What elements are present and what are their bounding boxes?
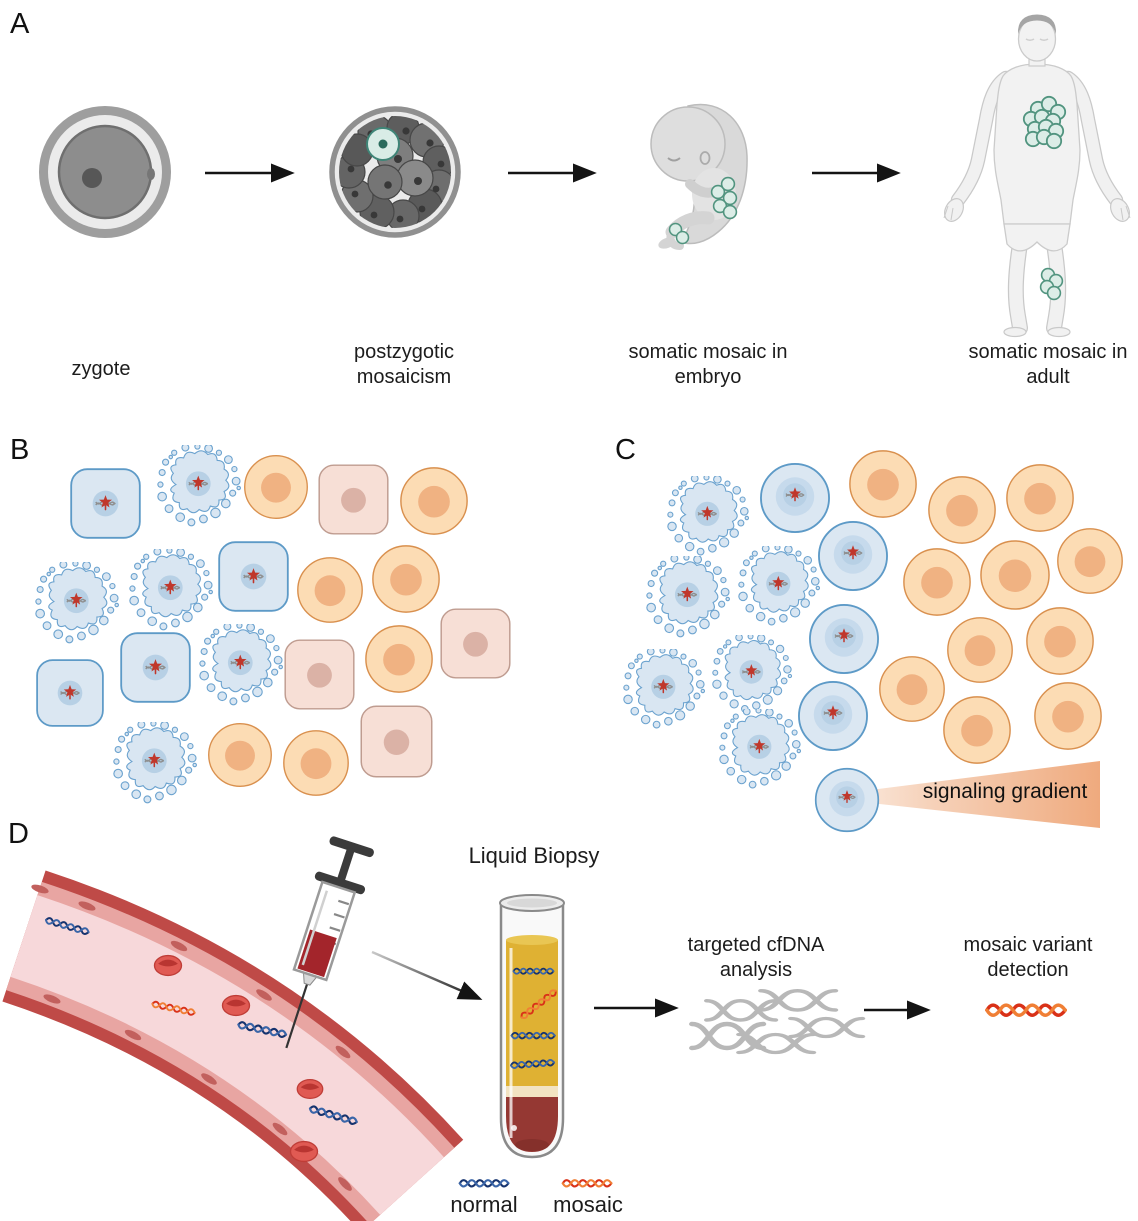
- test-tube-icon: [499, 894, 565, 1159]
- mosaic-founder-cell: [366, 127, 400, 161]
- endothelial-nuclei: [31, 884, 352, 1191]
- liquid-biopsy-title: Liquid Biopsy: [468, 843, 600, 868]
- cfdna-helix-icons: [692, 991, 863, 1053]
- panel-c-art: [624, 450, 1123, 831]
- panel-a-art: [39, 14, 1131, 338]
- panel-a-label: A: [10, 8, 30, 40]
- mosaic-variant-dna-icon: [985, 1003, 1067, 1017]
- zygote-illustration: [39, 106, 171, 238]
- morula-illustration: [329, 106, 461, 238]
- legend-normal-dna-icon: [458, 1179, 510, 1188]
- legend-normal-label: normal: [450, 1192, 518, 1217]
- embryo-illustration: [650, 103, 748, 250]
- blood-vessel-illustration: [2, 870, 464, 1221]
- panel-b-art: [36, 444, 511, 803]
- panel-d-art: [2, 836, 1067, 1221]
- signaling-gradient-label: signaling gradient: [922, 780, 1088, 803]
- panel-d-label: D: [8, 818, 29, 850]
- panel-b-label: B: [10, 434, 30, 466]
- panel-c-label: C: [615, 434, 636, 466]
- adult-body-illustration: [943, 14, 1131, 338]
- mutant-cells: [624, 464, 887, 831]
- caption-zygote: zygote: [71, 358, 131, 380]
- legend-mosaic-label: mosaic: [553, 1192, 623, 1217]
- syringe-icon: [285, 836, 374, 1049]
- arrow-icon: [371, 950, 483, 1000]
- wildtype-cells: [849, 450, 1123, 764]
- legend-mosaic-dna-icon: [561, 1179, 613, 1188]
- signaling-gradient-triangle: [815, 761, 1100, 828]
